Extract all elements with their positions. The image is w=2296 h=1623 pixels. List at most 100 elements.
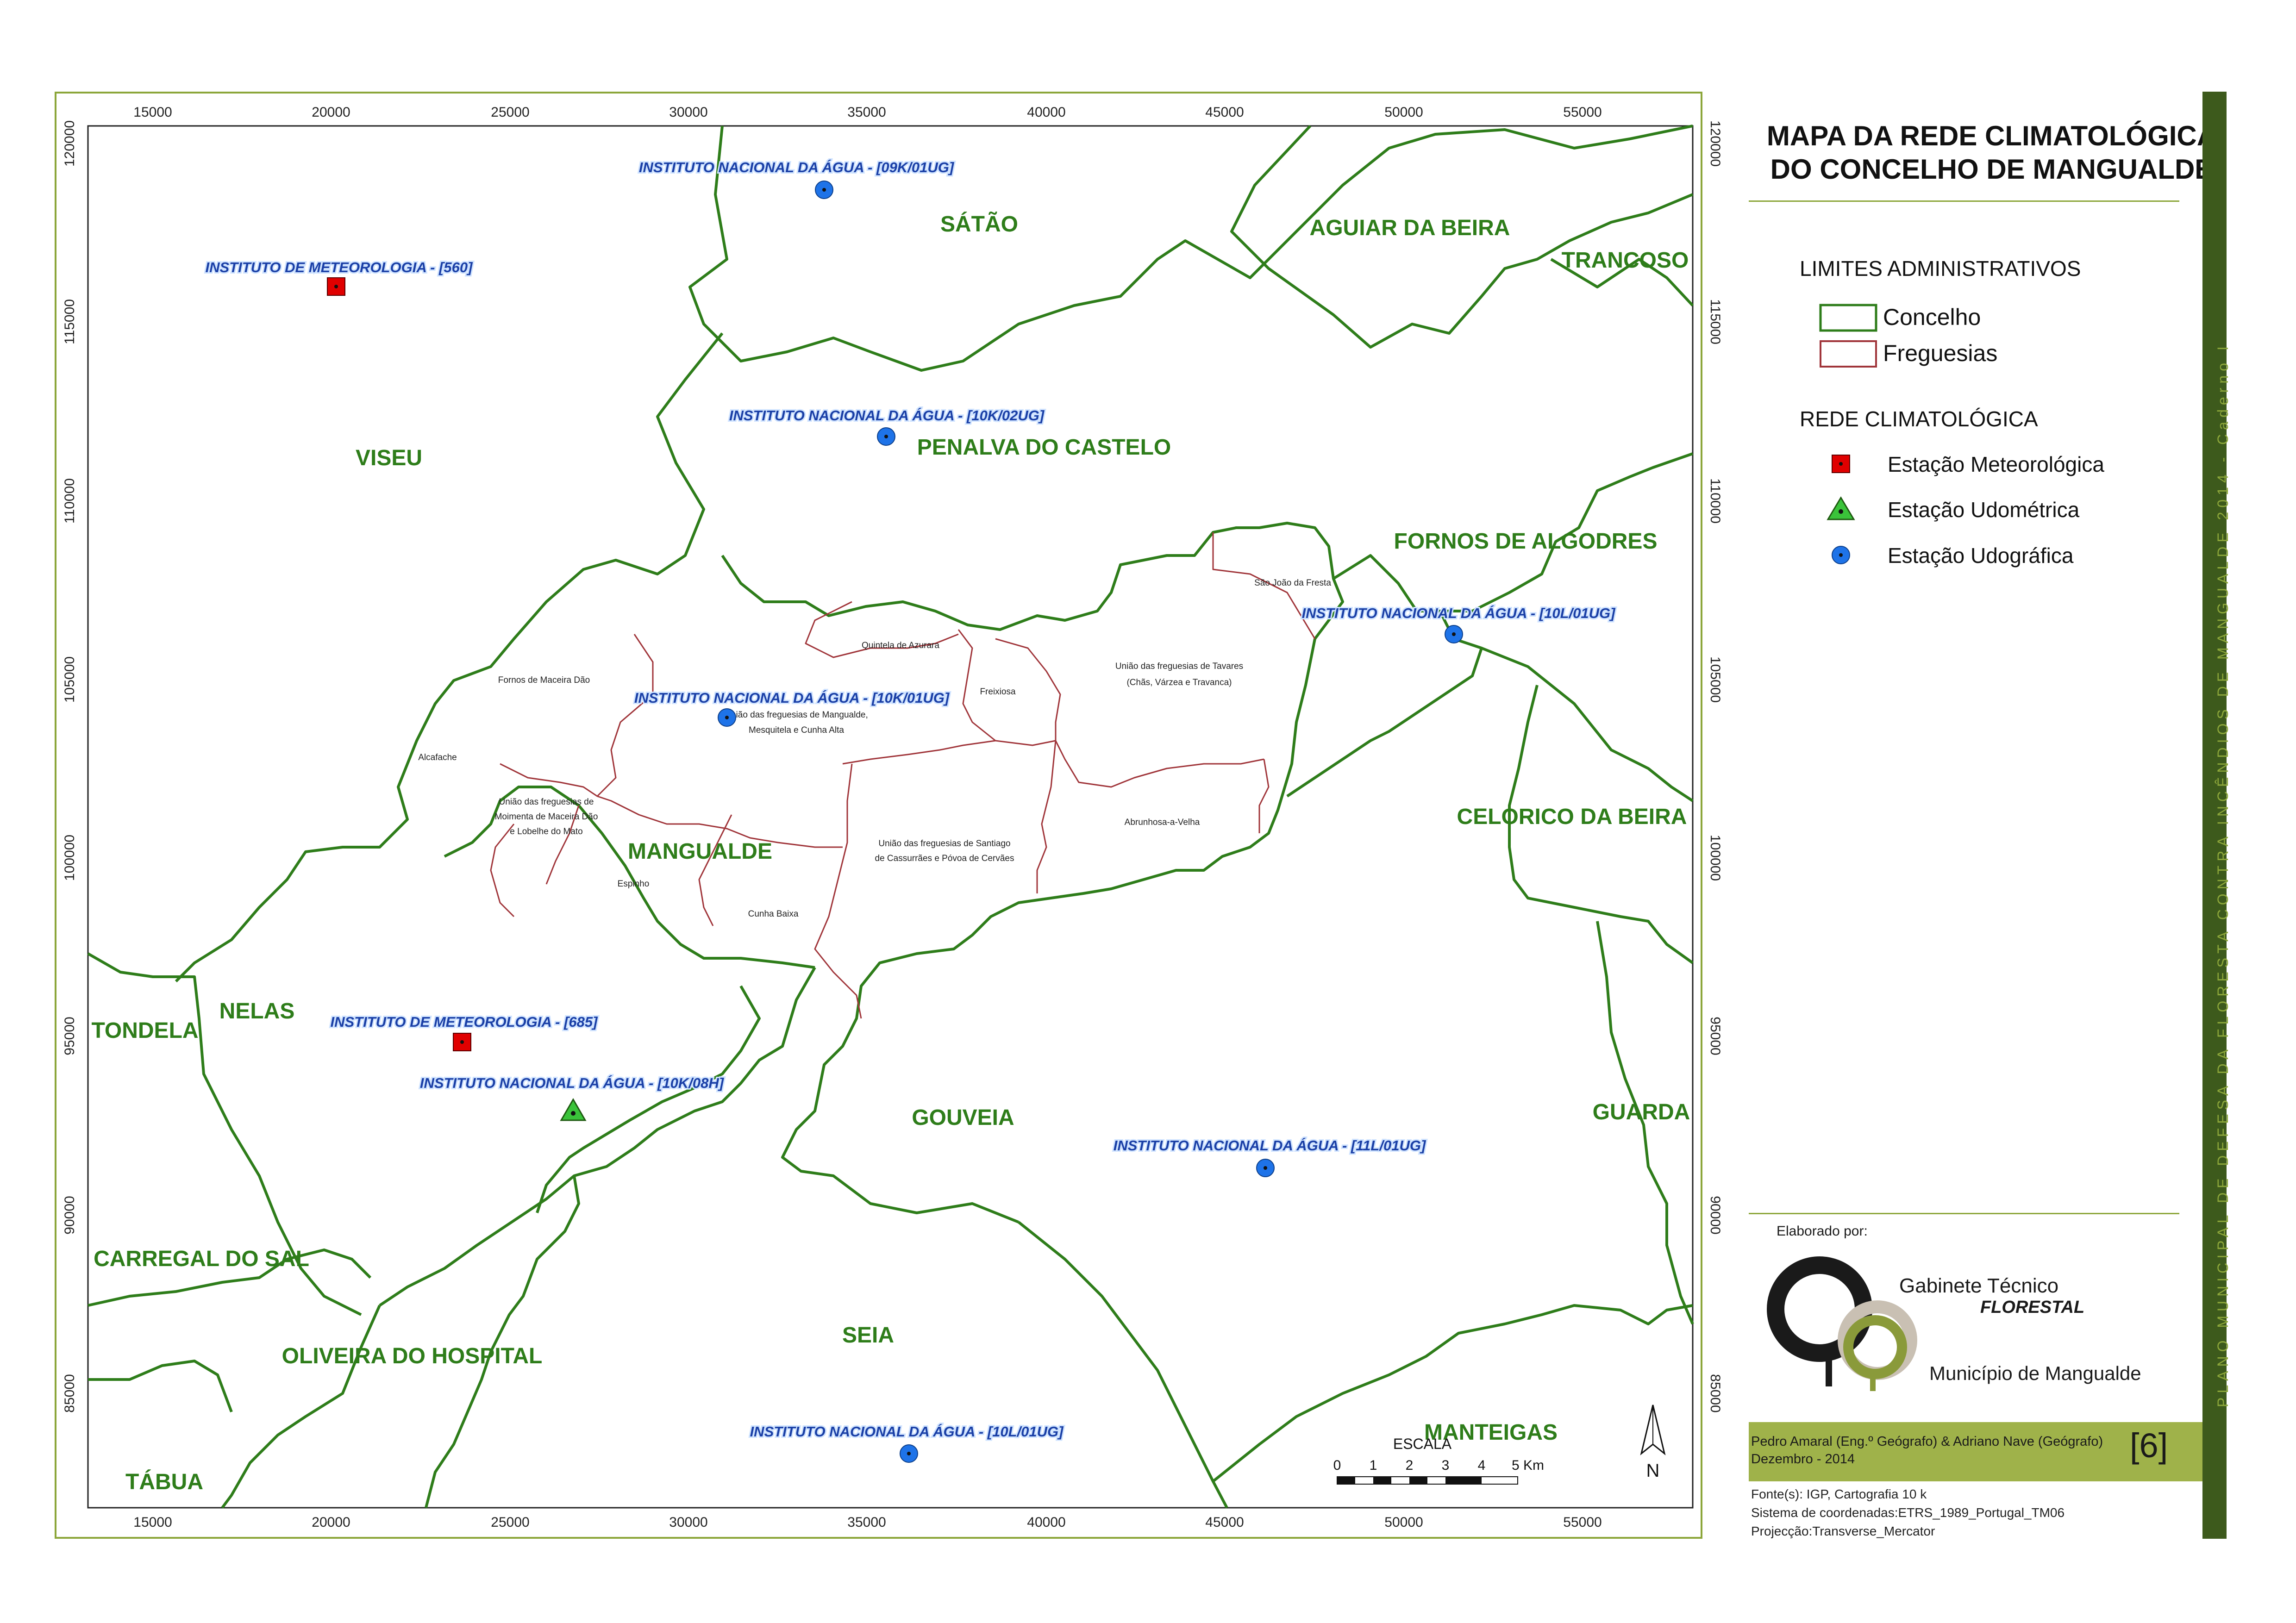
boundary-oliveira-seia	[425, 1175, 580, 1508]
station-label: INSTITUTO DE METEOROLOGIA - [560]	[206, 259, 474, 275]
x-tick: 35000	[847, 105, 886, 120]
boundary-aguiar	[1230, 125, 1694, 349]
y-axis-right: 120000 115000 110000 105000 100000 95000…	[1708, 120, 1723, 1413]
freg-freixiosa	[957, 629, 1264, 788]
freguesia-label: Alcafache	[418, 753, 457, 762]
scale-tick: 4	[1478, 1458, 1486, 1473]
boundary-carregal-nelas	[88, 1248, 372, 1307]
legend-symbols	[1819, 304, 1877, 564]
concelho-label: VISEU	[356, 446, 422, 470]
map-area-border	[87, 125, 1694, 1509]
north-arrow-icon: N	[1640, 1405, 1666, 1481]
legend-concelho-swatch	[1819, 304, 1877, 332]
source-line-1: Fonte(s): IGP, Cartografia 10 k	[1751, 1487, 1927, 1501]
freg-santiago-north	[842, 740, 996, 765]
freg-maceira	[596, 634, 654, 797]
gtf-logo	[1767, 1256, 1917, 1391]
date-text: Dezembro - 2014	[1751, 1452, 1855, 1467]
x-tick: 30000	[669, 1515, 707, 1530]
y-tick: 85000	[1708, 1374, 1723, 1412]
x-tick: 25000	[491, 105, 529, 120]
concelho-label: GOUVEIA	[912, 1105, 1014, 1130]
x-tick: 15000	[133, 1515, 172, 1530]
boundary-nelas-east	[536, 985, 761, 1213]
freg-cunha	[698, 814, 732, 926]
boundary-fornos-celorico	[1286, 554, 1483, 798]
title-line-1: MAPA DA REDE CLIMATOLÓGICA	[1766, 120, 2217, 151]
station-label: INSTITUTO NACIONAL DA ÁGUA - [09K/01UG]	[639, 159, 955, 175]
concelho-label: FORNOS DE ALGODRES	[1394, 529, 1658, 554]
x-tick: 55000	[1563, 105, 1602, 120]
y-tick: 105000	[62, 656, 77, 703]
boundary-gouveia-mangualde	[721, 522, 1344, 1223]
title-line-2: DO CONCELHO DE MANGUALDE	[1770, 154, 2214, 185]
concelho-label: CARREGAL DO SAL	[94, 1247, 309, 1271]
gabinete-label: Gabinete Técnico	[1899, 1274, 2059, 1297]
legend-udometrica-icon	[1827, 496, 1855, 520]
freguesia-label: União das freguesias de Mangualde,	[725, 710, 868, 720]
concelho-label: NELAS	[219, 999, 295, 1024]
y-tick: 115000	[62, 299, 77, 344]
boundary-celorico-east	[1481, 647, 1694, 802]
concelho-label: TRANCOSO	[1562, 248, 1689, 273]
concelho-boundaries	[87, 125, 1694, 1509]
station-center-dot	[884, 435, 888, 438]
freguesia-label: Espinho	[618, 879, 650, 889]
x-tick: 30000	[669, 105, 707, 120]
scale-tick: 2	[1406, 1458, 1414, 1473]
freguesia-label: de Cassurrães e Póvoa de Cervães	[875, 854, 1014, 863]
map-frame	[55, 92, 1702, 1539]
legend-network-heading: REDE CLIMATOLÓGICA	[1800, 407, 2038, 431]
source-line-3: Projecção:Transverse_Mercator	[1751, 1524, 1935, 1538]
freguesia-label: Cunha Baixa	[748, 909, 799, 919]
freg-central	[500, 763, 843, 848]
florestal-label: FLORESTAL	[1980, 1298, 2085, 1317]
boundary-mangualde-south	[444, 786, 815, 969]
scale-tick: 1	[1370, 1458, 1377, 1473]
y-tick: 115000	[1708, 299, 1723, 344]
boundary-carregal-oliveira	[221, 1305, 381, 1509]
x-tick: 15000	[133, 105, 172, 120]
boundary-celorico-guarda	[1508, 685, 1694, 964]
concelho-label: GUARDA	[1593, 1100, 1690, 1124]
stations: INSTITUTO NACIONAL DA ÁGUA - [09K/01UG] …	[204, 158, 1617, 1463]
concelho-label: TÁBUA	[125, 1469, 203, 1494]
boundary-tondela-nelas	[87, 952, 362, 1316]
station-label: INSTITUTO DE METEOROLOGIA - [685]	[331, 1014, 599, 1030]
concelho-label: AGUIAR DA BEIRA	[1310, 216, 1510, 240]
y-tick: 110000	[62, 478, 77, 524]
legend-udografica-label: Estação Udográfica	[1888, 543, 2074, 568]
scale-bar: ESCALA 0 1 2 3 4 5 Km	[1333, 1436, 1544, 1485]
concelho-label: SEIA	[842, 1323, 894, 1348]
boundary-manteigas	[1212, 1304, 1693, 1483]
concelho-label: MANGUALDE	[628, 839, 772, 864]
concelho-labels: SÁTÃO AGUIAR DA BEIRA TRANCOSO VISEU PEN…	[91, 211, 1690, 1494]
x-tick: 50000	[1384, 1515, 1423, 1530]
station-label: INSTITUTO NACIONAL DA ÁGUA - [10L/01UG]	[750, 1423, 1064, 1440]
freg-abrunhosa-east	[1258, 759, 1270, 833]
freg-tavares-west	[995, 638, 1061, 741]
freg-moimenta	[490, 824, 515, 918]
x-tick: 40000	[1027, 1515, 1065, 1530]
boundary-gouveia-nelas	[379, 967, 816, 1307]
scale-tick: 3	[1442, 1458, 1450, 1473]
x-tick: 25000	[491, 1515, 529, 1530]
y-tick: 105000	[1708, 656, 1723, 703]
station-label: INSTITUTO NACIONAL DA ÁGUA - [10L/01UG]	[1302, 605, 1616, 621]
scale-tick: 5 Km	[1512, 1458, 1544, 1473]
y-tick: 85000	[62, 1374, 77, 1412]
boundary-satao-south	[688, 125, 1693, 372]
station-label: INSTITUTO NACIONAL DA ÁGUA - [10K/08H]	[420, 1075, 725, 1091]
y-tick: 110000	[1708, 478, 1723, 524]
boundary-guarda-gouveia	[1596, 921, 1694, 1325]
station-udometrica-icon	[560, 1098, 587, 1121]
freguesia-label: Mesquitela e Cunha Alta	[749, 725, 844, 735]
elaborado-label: Elaborado por:	[1777, 1223, 1868, 1239]
station-center-dot	[334, 285, 338, 288]
y-tick: 120000	[62, 120, 77, 167]
scale-label: ESCALA	[1393, 1436, 1452, 1452]
freguesia-label: (Chãs, Várzea e Travanca)	[1126, 678, 1232, 687]
station-center-dot	[907, 1452, 911, 1455]
map-number: [6]	[2130, 1426, 2168, 1465]
station-center-dot	[822, 188, 826, 192]
